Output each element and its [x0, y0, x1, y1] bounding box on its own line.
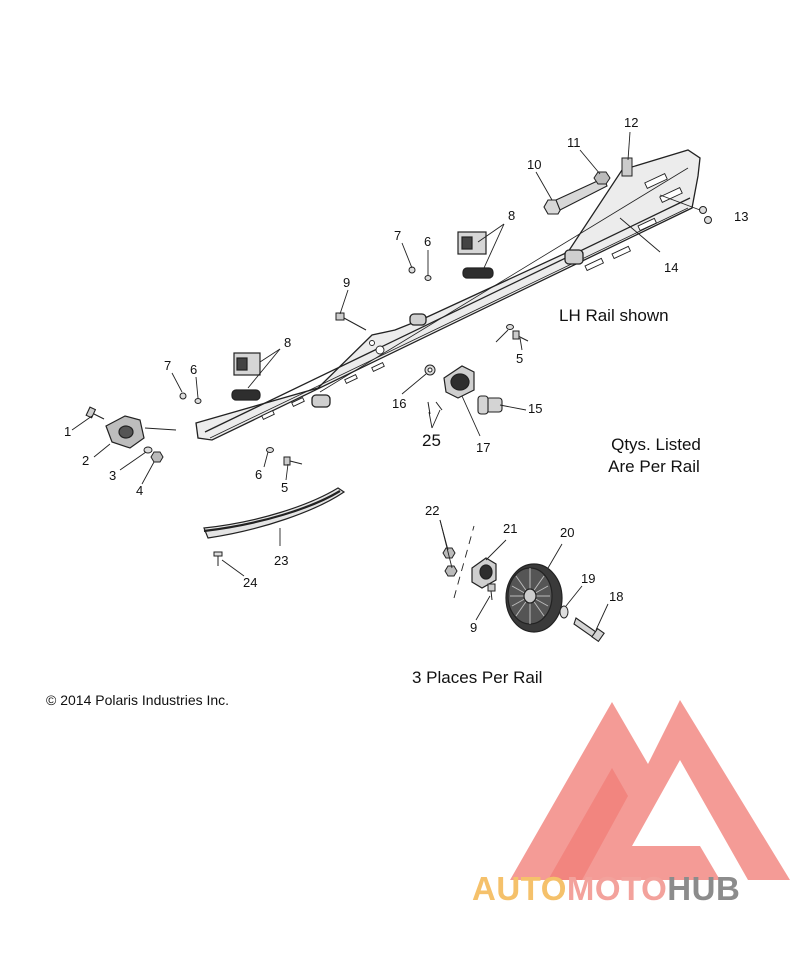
washer-16: [424, 364, 436, 376]
bolt-18: [573, 617, 605, 643]
callout-10: 10: [527, 157, 541, 172]
nuts-22: [442, 547, 458, 577]
callout-11: 11: [567, 135, 581, 150]
callout-3: 3: [109, 468, 116, 483]
callout-17: 17: [476, 440, 490, 455]
callout-13: 13: [734, 209, 748, 224]
leader-lines: [71, 131, 701, 631]
callout-7-left: 7: [164, 358, 171, 373]
wheel-mount-21: [471, 557, 497, 589]
callout-12: 12: [624, 115, 638, 130]
bolt-9-wheel: [487, 583, 496, 601]
block-8-left: [231, 352, 261, 401]
rail-side-note: LH Rail shown: [559, 306, 669, 325]
callout-6-lower: 6: [255, 467, 262, 482]
wear-strip-23: [203, 487, 346, 539]
front-cap: [105, 415, 145, 449]
watermark-part-hub: HUB: [667, 870, 741, 907]
bolt-10: [543, 177, 608, 215]
washer-19: [559, 605, 569, 619]
callout-25: 25: [422, 431, 441, 450]
watermark-wordmark: AUTOMOTOHUB: [472, 870, 740, 908]
callout-19: 19: [581, 571, 595, 586]
callout-4: 4: [136, 483, 143, 498]
copyright-text: © 2014 Polaris Industries Inc.: [46, 692, 230, 708]
bolt-9: [335, 312, 367, 331]
callout-14: 14: [664, 260, 678, 275]
slide-rail: [195, 149, 701, 441]
callout-21: 21: [503, 521, 517, 536]
washer-3: [143, 446, 153, 454]
places-note: 3 Places Per Rail: [412, 668, 543, 687]
callout-20: 20: [560, 525, 574, 540]
screws-13: [699, 206, 712, 224]
callout-22: 22: [425, 503, 439, 518]
callout-9-rail: 9: [343, 275, 350, 290]
callout-2: 2: [82, 453, 89, 468]
callout-numbers: 1 2 3 4 5 5 6 6 6 7 7 8 8 9 9 10 11 12 1…: [64, 115, 748, 635]
callout-8-right: 8: [508, 208, 515, 223]
callout-23: 23: [274, 553, 288, 568]
idler-bracket-17: [443, 365, 475, 399]
callout-9-wheel: 9: [470, 620, 477, 635]
wheel-20: [505, 563, 563, 633]
callout-1: 1: [64, 424, 71, 439]
callout-8-left: 8: [284, 335, 291, 350]
callout-5-lower: 5: [281, 480, 288, 495]
nut-4: [150, 451, 164, 463]
callout-16: 16: [392, 396, 406, 411]
callout-18: 18: [609, 589, 623, 604]
bolt-1: [85, 406, 105, 420]
hardware-6-7: [179, 266, 514, 453]
qty-note-line1: Qtys. Listed: [611, 435, 701, 454]
callout-6-left: 6: [190, 362, 197, 377]
screw-24: [213, 551, 223, 566]
block-8-right: [457, 231, 494, 279]
bolt-5: [283, 330, 529, 466]
pins-25: [427, 401, 443, 415]
watermark-part-moto: MOTO: [566, 870, 668, 907]
watermark-triangle-mark: [510, 700, 790, 880]
watermark-part-auto: AUTO: [472, 870, 567, 907]
nut-11: [593, 171, 611, 185]
callout-24: 24: [243, 575, 257, 590]
bracket-12: [621, 157, 633, 177]
callout-7-top: 7: [394, 228, 401, 243]
callout-5-upper: 5: [516, 351, 523, 366]
callout-6-top: 6: [424, 234, 431, 249]
qty-note-line2: Are Per Rail: [608, 457, 700, 476]
callout-15: 15: [528, 401, 542, 416]
shaft-15: [477, 395, 503, 415]
